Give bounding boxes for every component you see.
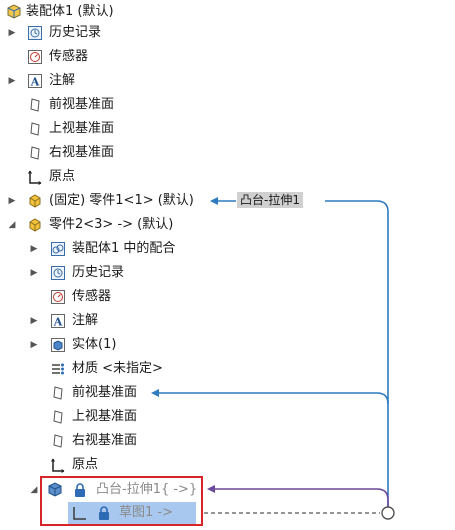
in-context-feature-icon [47, 481, 65, 499]
tree-item-annotations[interactable]: ▶ A 注解 [0, 69, 455, 93]
expand-arrow-icon[interactable]: ▶ [8, 196, 16, 206]
tree-item-label: 草图1 -> [119, 505, 173, 520]
tree-item-part2-front-plane[interactable]: 前视基准面 [0, 381, 455, 405]
sketch-icon [71, 504, 89, 522]
tree-item-sketch[interactable]: 草图1 -> [0, 501, 455, 525]
tree-item-label: 材质 <未指定> [72, 361, 163, 376]
history-icon [26, 24, 44, 42]
svg-text:A: A [30, 76, 40, 89]
tree-item-part2-history[interactable]: ▶ 历史记录 [0, 261, 455, 285]
sensor-icon [49, 288, 67, 306]
tree-item-label: 原点 [49, 169, 76, 184]
tree-item-top-plane[interactable]: 上视基准面 [0, 117, 455, 141]
expand-arrow-icon[interactable]: ▶ [8, 28, 16, 38]
tree-item-label: 历史记录 [49, 25, 102, 40]
tree-item-label: 原点 [72, 457, 99, 472]
annotation-icon: A [49, 312, 67, 330]
tree-item-label: 右视基准面 [72, 433, 138, 448]
part-icon [26, 216, 44, 234]
tree-item-root[interactable]: 装配体1 (默认) [0, 0, 455, 24]
solid-body-icon [49, 336, 67, 354]
tree-item-part2[interactable]: ◢ 零件2<3> -> (默认) [0, 213, 455, 237]
collapse-arrow-icon[interactable]: ◢ [30, 485, 38, 495]
tree-item-label: 传感器 [49, 49, 89, 64]
tree-item-part2-top-plane[interactable]: 上视基准面 [0, 405, 455, 429]
tree-item-label: 凸台-拉伸1{ ->} [96, 482, 198, 497]
expand-arrow-icon[interactable]: ▶ [30, 316, 38, 326]
highlight-box [40, 476, 203, 526]
tree-item-label: 零件2<3> -> (默认) [49, 217, 174, 232]
history-icon [49, 264, 67, 282]
tree-item-part2-material[interactable]: 材质 <未指定> [0, 357, 455, 381]
tree-item-boss-extrude[interactable]: ◢ 凸台-拉伸1{ ->} [0, 478, 455, 502]
tree-item-label: 装配体1 中的配合 [72, 241, 176, 256]
tree-item-label: 传感器 [72, 289, 112, 304]
tree-item-label: (固定) 零件1<1> (默认) [49, 193, 194, 208]
tree-item-history[interactable]: ▶ 历史记录 [0, 21, 455, 45]
plane-icon [26, 120, 44, 138]
mates-icon [49, 240, 67, 258]
tree-item-part2-sensors[interactable]: 传感器 [0, 285, 455, 309]
tree-item-part1[interactable]: ▶ (固定) 零件1<1> (默认) [0, 189, 455, 213]
assembly-icon [5, 3, 23, 21]
tree-item-label: 上视基准面 [49, 121, 115, 136]
sensor-icon [26, 48, 44, 66]
reference-callout: 凸台-拉伸1 [237, 192, 303, 208]
tree-item-sensors[interactable]: 传感器 [0, 45, 455, 69]
plane-icon [49, 432, 67, 450]
annotation-icon: A [26, 72, 44, 90]
lock-icon [71, 481, 89, 499]
lock-icon [95, 504, 113, 522]
tree-item-part2-mates[interactable]: ▶ 装配体1 中的配合 [0, 237, 455, 261]
plane-icon [26, 144, 44, 162]
tree-item-front-plane[interactable]: 前视基准面 [0, 93, 455, 117]
material-icon [49, 360, 67, 378]
expand-arrow-icon[interactable]: ▶ [30, 340, 38, 350]
tree-item-label: 实体(1) [72, 337, 117, 352]
expand-arrow-icon[interactable]: ▶ [30, 268, 38, 278]
tree-item-label: 装配体1 (默认) [26, 4, 114, 19]
expand-arrow-icon[interactable]: ▶ [8, 76, 16, 86]
plane-icon [49, 408, 67, 426]
tree-item-label: 前视基准面 [49, 97, 115, 112]
origin-icon [49, 456, 67, 474]
tree-item-label: 上视基准面 [72, 409, 138, 424]
tree-item-label: 注解 [72, 313, 99, 328]
plane-icon [49, 384, 67, 402]
tree-item-label: 右视基准面 [49, 145, 115, 160]
part-icon [26, 192, 44, 210]
tree-item-label: 历史记录 [72, 265, 125, 280]
tree-item-part2-origin[interactable]: 原点 [0, 453, 455, 477]
expand-arrow-icon[interactable]: ▶ [30, 244, 38, 254]
tree-item-right-plane[interactable]: 右视基准面 [0, 141, 455, 165]
collapse-arrow-icon[interactable]: ◢ [8, 220, 16, 230]
tree-item-part2-right-plane[interactable]: 右视基准面 [0, 429, 455, 453]
tree-item-origin[interactable]: 原点 [0, 165, 455, 189]
plane-icon [26, 96, 44, 114]
origin-icon [26, 168, 44, 186]
tree-item-label: 注解 [49, 73, 76, 88]
tree-item-label: 前视基准面 [72, 385, 138, 400]
svg-text:A: A [53, 316, 63, 329]
tree-item-part2-annotations[interactable]: ▶ A 注解 [0, 309, 455, 333]
tree-item-part2-solids[interactable]: ▶ 实体(1) [0, 333, 455, 357]
